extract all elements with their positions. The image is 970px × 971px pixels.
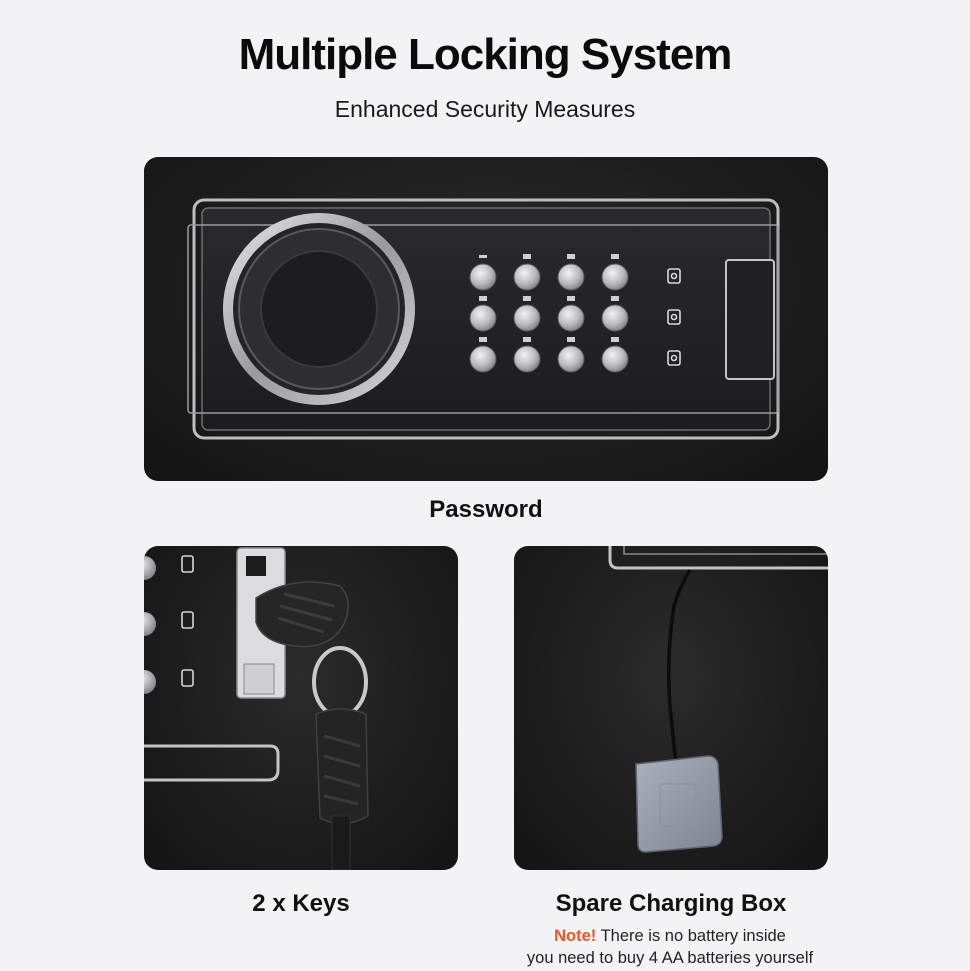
battery-note: Note! There is no battery inside you nee… (500, 925, 840, 969)
page-subtitle: Enhanced Security Measures (334, 96, 636, 122)
note-line-1: There is no battery inside (600, 927, 786, 945)
keys-caption: 2 x Keys (252, 890, 350, 917)
note-line-2: you need to buy 4 AA batteries yourself (526, 949, 814, 967)
keypad-lock-illustration (187, 198, 780, 440)
status-icons (667, 268, 681, 366)
charging-box-panel (514, 546, 828, 870)
keypad-icon (469, 254, 629, 373)
page-title: Multiple Locking System (238, 30, 733, 79)
note-label: Note! (554, 927, 597, 945)
keys-illustration (144, 547, 369, 870)
charging-box-illustration (608, 546, 828, 853)
charging-box-caption: Spare Charging Box (555, 890, 787, 917)
password-caption: Password (429, 496, 543, 523)
password-panel (144, 157, 828, 481)
key-icon (255, 581, 369, 870)
battery-box-icon (635, 755, 723, 853)
keys-panel (144, 546, 458, 870)
